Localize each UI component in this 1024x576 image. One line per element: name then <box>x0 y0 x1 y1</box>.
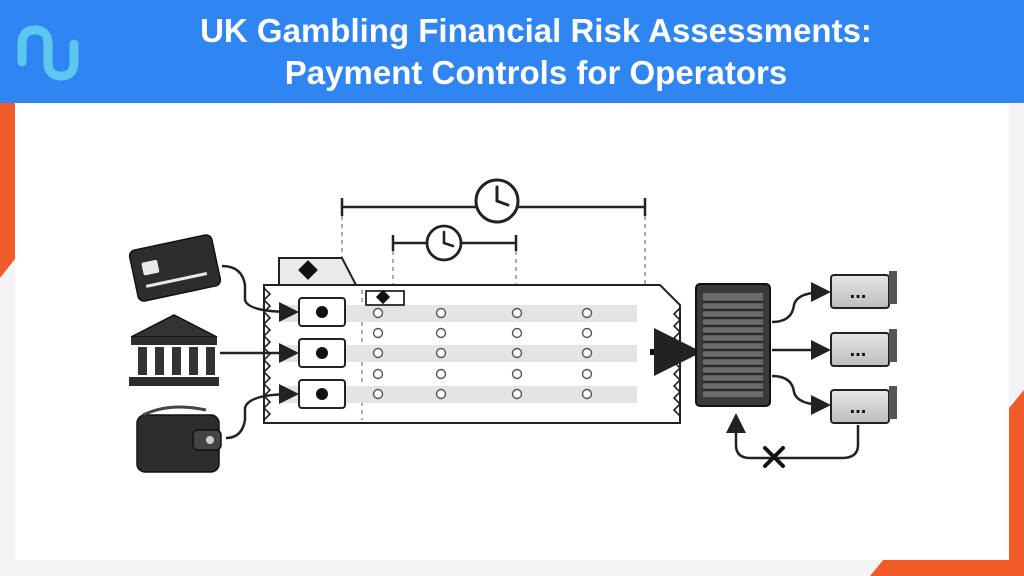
blocked-return-path <box>726 413 860 468</box>
title-line-2: Payment Controls for Operators <box>284 54 788 91</box>
timer-short <box>391 224 518 285</box>
destination-box: ... <box>830 386 897 424</box>
entry-slot <box>298 379 346 409</box>
destination-label: ... <box>850 339 867 361</box>
clock-icon <box>474 178 520 224</box>
ledger-row-markers <box>372 307 593 400</box>
title-line-1: UK Gambling Financial Risk Assessments: <box>200 12 872 49</box>
input-arrows <box>220 264 299 440</box>
destination-label: ... <box>850 281 867 303</box>
bank-icon <box>129 314 219 386</box>
ledger <box>262 284 682 424</box>
cross-icon <box>763 446 785 468</box>
clock-icon <box>425 224 463 262</box>
payment-controls-diagram: ... ... ... <box>128 178 897 473</box>
diagram-card: ... ... ... <box>15 103 1009 560</box>
destination-label: ... <box>850 396 867 418</box>
destination-box: ... <box>830 329 897 367</box>
server-rack-icon <box>695 283 771 407</box>
credit-card-icon <box>128 234 222 302</box>
page-title: UK Gambling Financial Risk Assessments: … <box>96 10 976 94</box>
wallet-icon <box>136 405 222 473</box>
output-arrows <box>771 282 831 415</box>
entry-slot <box>298 338 346 368</box>
entry-slot <box>298 297 346 327</box>
ledger-tab <box>278 257 358 286</box>
header-banner: UK Gambling Financial Risk Assessments: … <box>0 0 1024 103</box>
destination-box: ... <box>830 271 897 309</box>
brand-loop-icon <box>17 25 79 81</box>
